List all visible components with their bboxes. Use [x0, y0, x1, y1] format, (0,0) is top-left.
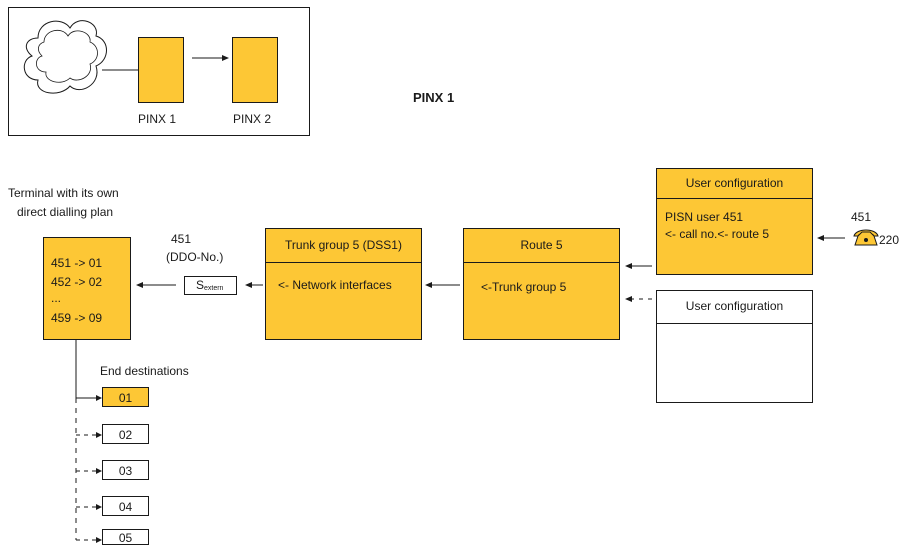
user-config-1-line2: <- call no.<- route 5	[665, 227, 770, 241]
dialling-plan-line: 459 -> 09	[51, 311, 103, 325]
dialling-plan-line: 451 -> 01	[51, 256, 103, 270]
end-destination-03: 03	[102, 460, 149, 480]
end-destinations-title: End destinations	[100, 364, 189, 378]
trunk-group-header: Trunk group 5 (DSS1)	[285, 238, 402, 252]
diagram-title: PINX 1	[413, 90, 455, 105]
route-body: <-Trunk group 5	[481, 280, 567, 294]
terminal-caption-line2: direct dialling plan	[17, 205, 114, 219]
dialling-plan-line: 452 -> 02	[51, 275, 103, 289]
s-extern-main: S	[196, 278, 205, 292]
ddo-number: 451	[171, 232, 192, 246]
user-config-2-header: User configuration	[685, 299, 784, 313]
route-box: Route 5 <-Trunk group 5	[463, 228, 620, 340]
route-header: Route 5	[520, 238, 563, 252]
telephone-icon	[853, 229, 879, 246]
trunk-group-box: Trunk group 5 (DSS1) <- Network interfac…	[265, 228, 422, 340]
end-destination-02: 02	[102, 424, 149, 444]
phone-number-top: 451	[851, 210, 872, 224]
overview-pinx1-box	[138, 37, 184, 103]
user-config-1-line1: PISN user 451	[665, 210, 744, 224]
trunk-group-body: <- Network interfaces	[278, 278, 392, 292]
terminal-caption-line1: Terminal with its own	[8, 186, 119, 200]
phone-number-side: 220	[879, 233, 900, 247]
user-config-1-header: User configuration	[685, 176, 784, 190]
ddo-label: (DDO-No.)	[166, 250, 224, 264]
overview-pinx2-label: PINX 2	[233, 112, 272, 126]
terminal-box: 451 -> 01 452 -> 02 ... 459 -> 09	[43, 237, 131, 340]
network-cloud-icon	[23, 20, 107, 94]
end-destination-01: 01	[102, 387, 149, 407]
s-extern-sub: extern	[204, 285, 224, 292]
s-extern-box: S extern	[184, 276, 237, 295]
user-config-box-1: User configuration PISN user 451 <- call…	[656, 168, 813, 275]
overview-pinx2-box	[232, 37, 278, 103]
end-destination-05: 05	[102, 529, 149, 545]
end-destination-04: 04	[102, 496, 149, 516]
user-config-box-2: User configuration	[656, 290, 813, 403]
overview-pinx1-label: PINX 1	[138, 112, 177, 126]
dialling-plan-line: ...	[51, 291, 62, 305]
